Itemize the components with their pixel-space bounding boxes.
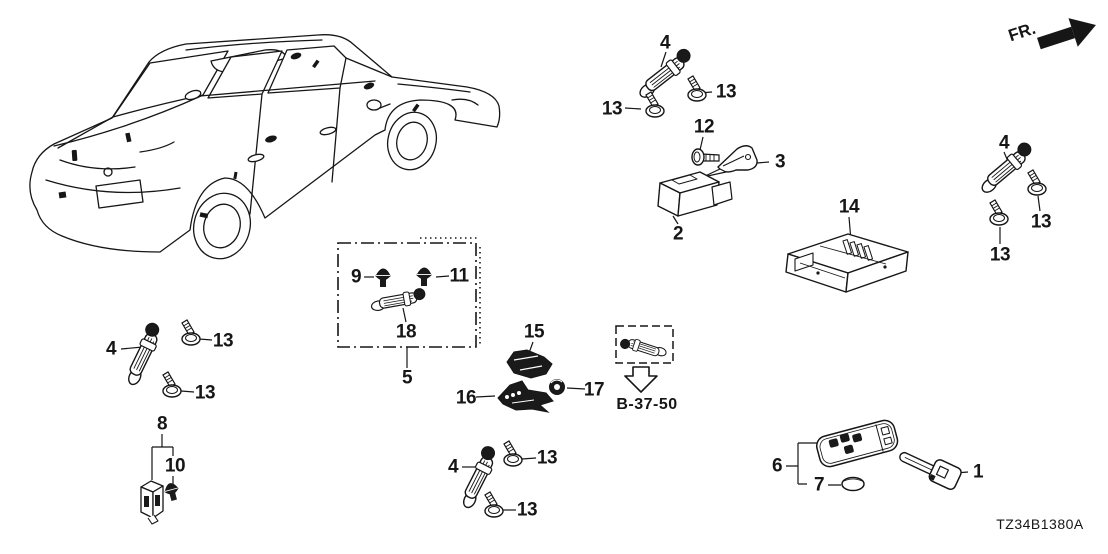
callout-13-left-upper: 13 [212, 330, 234, 352]
callout-4-right: 4 [998, 132, 1010, 154]
part-13-bolt-bottom-lower [484, 491, 504, 518]
part-3-bracket [702, 145, 758, 178]
callout-15: 15 [523, 321, 545, 343]
callout-8: 8 [156, 413, 168, 435]
part-1-key-blade [899, 451, 962, 490]
reference-part-box [615, 325, 674, 364]
part-13-bolt-right-upper [1027, 169, 1047, 196]
rear-wheel [192, 192, 252, 260]
callout-17: 17 [583, 379, 605, 401]
callout-13-bottom-lower: 13 [516, 499, 538, 521]
callout-13-top-left: 13 [601, 98, 623, 120]
part-5-assembly-box [337, 242, 477, 348]
part-4-antenna-left [120, 320, 166, 388]
part-13-bolt-left-lower [162, 371, 182, 398]
part-14-control-unit [785, 233, 909, 293]
diagram-part-code: TZ34B1380A [996, 516, 1084, 532]
part-13-bolt-top-left [645, 91, 665, 118]
callout-1: 1 [972, 461, 984, 483]
part-8-buzzer-unit [140, 480, 164, 525]
car-illustration [29, 34, 501, 260]
part-9-clip [375, 268, 391, 288]
reference-code-label: B-37-50 [616, 396, 678, 413]
part-13-bolt-bottom-upper [503, 440, 523, 467]
callout-18: 18 [395, 321, 417, 343]
callout-6: 6 [771, 455, 783, 477]
callout-13-top-right: 13 [715, 81, 737, 103]
callout-4-bottom: 4 [447, 456, 459, 478]
callout-13-left-lower: 13 [194, 382, 216, 404]
reference-antenna-part [618, 334, 668, 362]
callout-4-top: 4 [659, 32, 671, 54]
callout-4-left: 4 [105, 338, 117, 360]
callout-13-bottom-upper: 13 [536, 447, 558, 469]
part-7-battery [841, 476, 865, 492]
callout-11: 11 [449, 265, 469, 287]
callout-14: 14 [838, 196, 860, 218]
antenna-location-markers [58, 52, 420, 219]
part-13-bolt-top-right [687, 75, 707, 102]
callout-3: 3 [774, 151, 786, 173]
part-16-bracket [497, 380, 554, 413]
part-18-bracket [369, 287, 428, 313]
part-6-key-fob [815, 419, 899, 468]
part-11-clip [416, 267, 432, 287]
callout-5: 5 [401, 367, 413, 389]
callout-13-right-lower: 13 [989, 244, 1011, 266]
front-wheel [386, 111, 438, 171]
part-2-receiver-unit [657, 171, 733, 217]
callout-7: 7 [813, 474, 825, 496]
callout-2: 2 [672, 223, 684, 245]
part-15-bracket [506, 349, 553, 379]
callout-12: 12 [693, 116, 715, 138]
callout-16: 16 [455, 387, 477, 409]
part-12-screw [691, 148, 720, 166]
part-13-bolt-right-lower [989, 199, 1009, 226]
callout-10: 10 [164, 455, 186, 477]
hatch-marks [420, 237, 481, 345]
leader-lines [120, 51, 1041, 511]
part-13-bolt-left-upper [181, 319, 201, 346]
callout-9: 9 [350, 266, 362, 288]
fr-direction-arrow-icon [1037, 18, 1096, 50]
part-10-clip [162, 481, 182, 503]
callout-13-right-upper: 13 [1030, 211, 1052, 233]
reference-down-arrow [624, 366, 658, 393]
part-17-nut [549, 379, 565, 395]
